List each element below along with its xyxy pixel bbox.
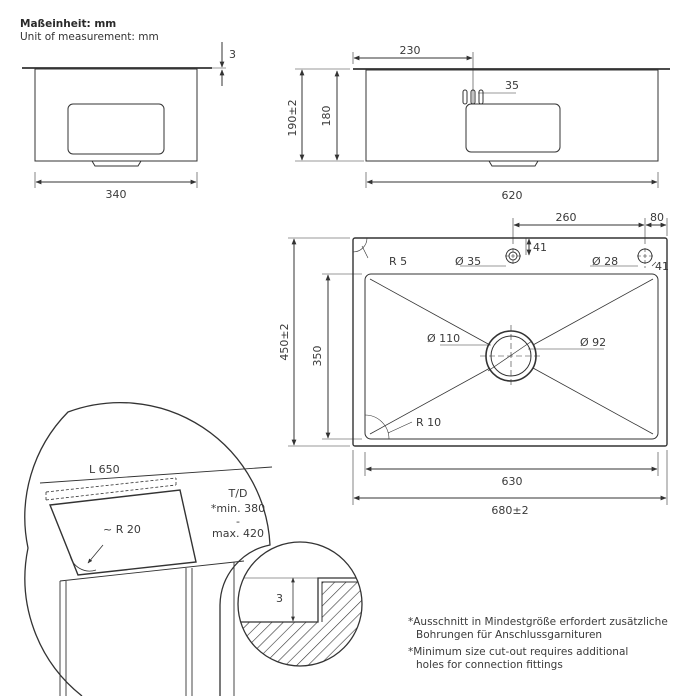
note-en-line-2: holes for connection fittings bbox=[416, 659, 563, 671]
top-view-outer-rim bbox=[352, 237, 668, 447]
side-width-label: 340 bbox=[106, 188, 127, 201]
note-en-line-1: *Minimum size cut-out requires additiona… bbox=[408, 646, 629, 658]
side-view-drain-foot bbox=[91, 160, 142, 167]
cutout-dashed bbox=[45, 484, 177, 501]
note-de-line-2: Bohrungen für Anschlussgarnituren bbox=[416, 629, 603, 641]
detail-td-min-label: *min. 380 bbox=[211, 502, 265, 515]
front-view bbox=[295, 52, 670, 188]
depth-inner-label: 350 bbox=[311, 346, 324, 367]
top-view-basin bbox=[364, 273, 659, 440]
detail-radius-label: ~ R 20 bbox=[103, 523, 141, 536]
side-view-body bbox=[34, 68, 198, 162]
unit-label-en: Unit of measurement: mm bbox=[20, 31, 159, 43]
front-tap-offset-label: 35 bbox=[505, 79, 519, 92]
installation-detail bbox=[24, 402, 273, 696]
note-de: *Ausschnitt in Mindestgröße erfordert zu… bbox=[408, 616, 696, 642]
detail-td-label: T/D bbox=[228, 487, 248, 500]
unit-label-de: Maßeinheit: mm bbox=[20, 18, 117, 30]
top-view bbox=[288, 218, 668, 505]
note-de-line-1: *Ausschnitt in Mindestgröße erfordert zu… bbox=[408, 616, 668, 628]
detail-circle-outline bbox=[24, 402, 271, 696]
front-view-drain-foot bbox=[488, 160, 539, 167]
note-en: *Minimum size cut-out requires additiona… bbox=[408, 646, 696, 672]
unit-header: Maßeinheit: mm Unit of measurement: mm bbox=[20, 18, 159, 44]
front-offset-label: 230 bbox=[400, 44, 421, 57]
drain-inner-label: Ø 92 bbox=[580, 336, 606, 349]
front-view-body bbox=[365, 69, 659, 162]
edge-hatch-right bbox=[322, 575, 362, 666]
edge-thickness-label: 3 bbox=[276, 592, 283, 605]
top-dist-80-label: 80 bbox=[650, 211, 664, 224]
depth-total-label: 450±2 bbox=[278, 323, 291, 360]
corner-radius-inner-label: R 10 bbox=[416, 416, 441, 429]
hole-tap-label: Ø 28 bbox=[592, 255, 618, 268]
width-inner-label: 630 bbox=[502, 475, 523, 488]
front-height-inner-label: 180 bbox=[320, 106, 333, 127]
side-thickness-label: 3 bbox=[229, 48, 236, 61]
top-hole-offset-b-label: 41 bbox=[655, 260, 669, 273]
detail-length-label: L 650 bbox=[89, 463, 120, 476]
edge-detail-circle bbox=[237, 541, 363, 667]
cutout-opening bbox=[49, 489, 197, 576]
top-hole-offset-a-label: 41 bbox=[533, 241, 547, 254]
front-view-drain-box bbox=[465, 103, 561, 153]
hole-small-label: Ø 35 bbox=[455, 255, 481, 268]
drain-outer-label: Ø 110 bbox=[427, 332, 460, 345]
detail-td-dash-label: - bbox=[236, 515, 240, 528]
detail-td-max-label: max. 420 bbox=[212, 527, 264, 540]
front-width-label: 620 bbox=[502, 189, 523, 202]
front-height-total-label: 190±2 bbox=[286, 99, 299, 136]
side-view-drain-box bbox=[67, 103, 165, 155]
edge-detail bbox=[237, 541, 363, 667]
top-dist-260-label: 260 bbox=[556, 211, 577, 224]
width-total-label: 680±2 bbox=[491, 504, 528, 517]
side-view bbox=[22, 42, 226, 188]
corner-radius-outer-label: R 5 bbox=[389, 255, 407, 268]
